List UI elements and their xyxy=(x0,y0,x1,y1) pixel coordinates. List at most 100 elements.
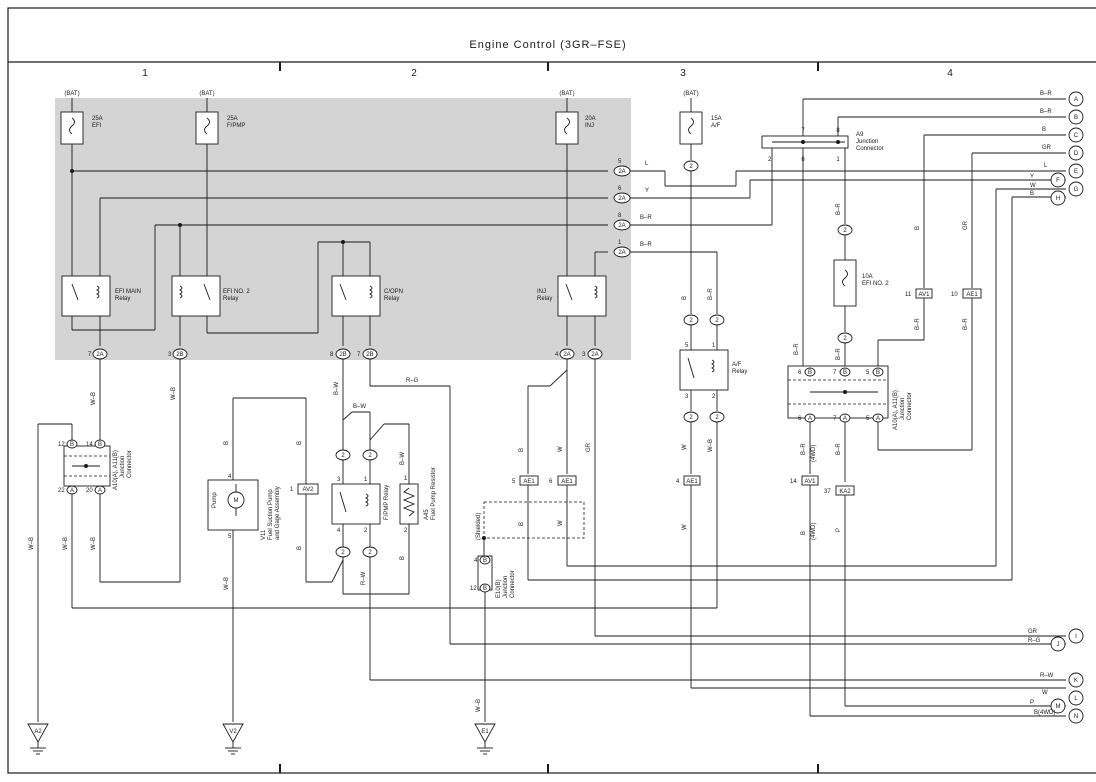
svg-text:(BAT): (BAT) xyxy=(199,91,214,97)
svg-text:6: 6 xyxy=(798,370,802,376)
svg-text:B–R: B–R xyxy=(836,203,842,215)
svg-text:W–B: W–B xyxy=(224,577,230,590)
svg-text:B: B xyxy=(1030,191,1034,197)
svg-text:A45: A45 xyxy=(424,509,430,520)
svg-text:A: A xyxy=(843,416,847,422)
terminal-j[interactable]: R–G J xyxy=(1028,636,1066,652)
svg-text:2: 2 xyxy=(341,550,345,556)
terminal-n[interactable]: B(4WD) N xyxy=(1034,708,1084,724)
svg-text:8: 8 xyxy=(330,352,334,358)
svg-text:EFI: EFI xyxy=(92,123,102,129)
svg-text:B: B xyxy=(483,586,487,592)
svg-text:A: A xyxy=(808,416,812,422)
svg-text:B: B xyxy=(297,546,303,550)
terminal-c[interactable]: B C xyxy=(1042,127,1084,143)
svg-text:B(4WD): B(4WD) xyxy=(1034,710,1055,716)
svg-text:2: 2 xyxy=(341,453,345,459)
svg-text:A2: A2 xyxy=(34,729,42,735)
relay-block-wiring xyxy=(70,144,608,346)
svg-text:A10(A), A11(B): A10(A), A11(B) xyxy=(113,450,119,490)
svg-text:Fuel Pump Resistor: Fuel Pump Resistor xyxy=(431,467,437,520)
svg-text:AE1: AE1 xyxy=(686,479,698,485)
svg-text:Junction: Junction xyxy=(900,398,906,420)
terminal-l[interactable]: W L xyxy=(1042,690,1084,706)
svg-text:20: 20 xyxy=(86,488,93,494)
svg-text:B: B xyxy=(297,441,303,445)
svg-text:F: F xyxy=(1056,178,1060,184)
fuse-af: (BAT) 15A A/F xyxy=(679,91,722,145)
svg-text:2B: 2B xyxy=(339,352,346,358)
svg-text:A/F: A/F xyxy=(732,362,742,368)
terminal-a[interactable]: B–R A xyxy=(1040,91,1084,107)
svg-text:B: B xyxy=(70,442,74,448)
terminal-b[interactable]: B–R B xyxy=(1040,109,1084,125)
svg-text:B: B xyxy=(843,370,847,376)
svg-text:Junction: Junction xyxy=(503,576,509,598)
svg-text:K: K xyxy=(1074,678,1078,684)
svg-text:B–R: B–R xyxy=(836,443,842,455)
svg-text:6: 6 xyxy=(549,479,553,485)
svg-text:1: 1 xyxy=(836,157,840,163)
terminal-i[interactable]: GR I xyxy=(1028,628,1084,644)
svg-text:W: W xyxy=(682,444,688,450)
svg-text:6: 6 xyxy=(618,186,622,192)
svg-text:B–R: B–R xyxy=(1040,91,1052,97)
ground-v2: V2 xyxy=(222,723,244,755)
svg-text:10: 10 xyxy=(951,292,958,298)
svg-text:Relay: Relay xyxy=(115,296,130,302)
svg-text:4: 4 xyxy=(555,352,559,358)
svg-text:Y: Y xyxy=(645,188,649,194)
terminal-e[interactable]: L E xyxy=(1044,163,1084,179)
svg-text:5: 5 xyxy=(512,479,516,485)
svg-text:W–B: W–B xyxy=(91,537,97,550)
svg-text:2B: 2B xyxy=(366,352,373,358)
terminal-h[interactable]: B H xyxy=(1030,190,1066,206)
svg-text:(BAT): (BAT) xyxy=(683,91,698,97)
relay-copn: C/OPN Relay xyxy=(331,275,403,317)
svg-text:W: W xyxy=(1030,183,1036,189)
svg-text:W: W xyxy=(682,524,688,530)
svg-text:15A: 15A xyxy=(711,116,722,122)
fuel-pump-assembly: B B 4 Pump M 5 W–B V11 Fuel Suction Pump… xyxy=(207,397,344,722)
svg-text:J: J xyxy=(1057,642,1060,648)
svg-text:1: 1 xyxy=(364,477,368,483)
svg-text:B–R: B–R xyxy=(708,288,714,300)
terminal-d[interactable]: GR D xyxy=(1042,145,1084,161)
terminal-g[interactable]: W G xyxy=(1030,181,1084,197)
svg-text:B–R: B–R xyxy=(1040,109,1052,115)
ground-a2: A2 xyxy=(27,723,49,755)
svg-text:H: H xyxy=(1056,196,1060,202)
svg-text:W–B: W–B xyxy=(63,537,69,550)
svg-text:R–G: R–G xyxy=(1028,638,1041,644)
svg-text:2A: 2A xyxy=(96,352,103,358)
svg-text:A10(A), A11(B): A10(A), A11(B) xyxy=(893,390,899,430)
svg-text:25A: 25A xyxy=(92,116,103,122)
svg-text:Y: Y xyxy=(1030,174,1034,180)
svg-text:B–W: B–W xyxy=(334,382,340,395)
svg-text:AV1: AV1 xyxy=(805,479,817,485)
svg-text:14: 14 xyxy=(790,479,797,485)
svg-text:20A: 20A xyxy=(585,116,596,122)
svg-text:(4WD): (4WD) xyxy=(811,445,817,462)
svg-text:B–W: B–W xyxy=(400,452,406,465)
svg-text:B: B xyxy=(1074,115,1078,121)
terminal-m[interactable]: P M xyxy=(1030,698,1066,714)
svg-text:2A: 2A xyxy=(618,169,625,175)
column-1-label: 1 xyxy=(142,68,148,79)
svg-text:4: 4 xyxy=(228,474,232,480)
terminal-k[interactable]: R–W K xyxy=(1040,672,1084,688)
svg-text:11: 11 xyxy=(905,292,912,298)
svg-text:5: 5 xyxy=(866,416,870,422)
svg-text:KA2: KA2 xyxy=(839,489,851,495)
terminal-f[interactable]: Y F xyxy=(1030,172,1066,188)
svg-text:B: B xyxy=(1042,127,1046,133)
svg-text:L: L xyxy=(1044,163,1048,169)
svg-text:B: B xyxy=(400,556,406,560)
ground-e1: E1 xyxy=(474,723,496,755)
svg-text:Relay: Relay xyxy=(384,296,399,302)
svg-text:B: B xyxy=(519,448,525,452)
svg-text:1: 1 xyxy=(618,240,622,246)
svg-text:B: B xyxy=(519,522,525,526)
svg-text:A: A xyxy=(876,416,880,422)
